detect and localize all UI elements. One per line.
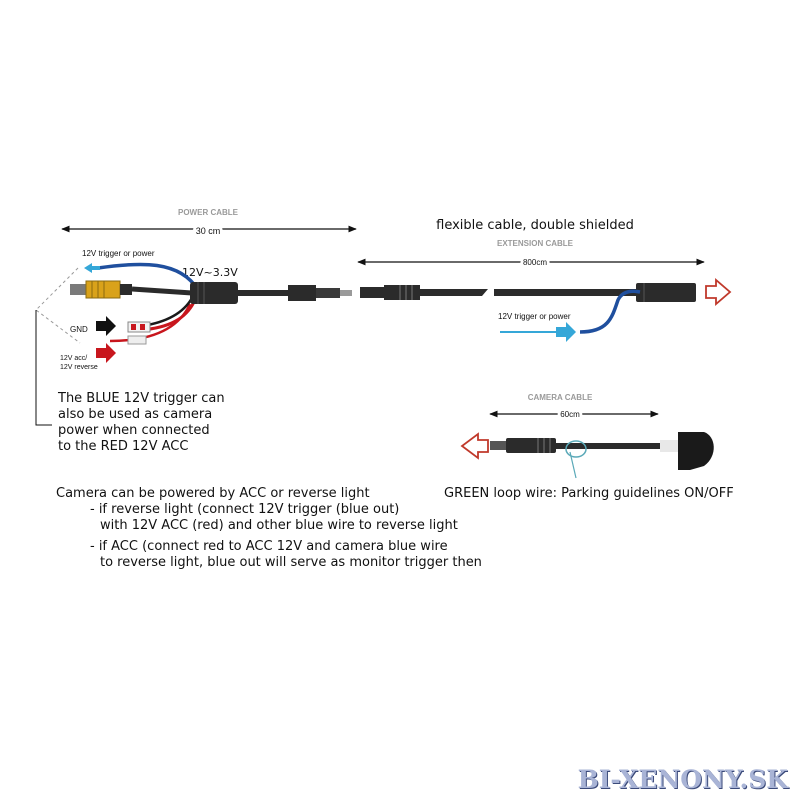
trigger-label: 12V trigger or power [82, 249, 155, 258]
extension-blue-wire [579, 289, 641, 334]
blue-trigger-note-line-1: The BLUE 12V trigger can [58, 391, 225, 406]
power-options-note: Camera can be powered by ACC or reverse … [56, 486, 482, 571]
acc-arrow [96, 343, 116, 363]
loop-label: GREEN loop wire: Parking guidelines ON/O… [444, 486, 734, 501]
acc-label-1: 12V acc/ [60, 355, 87, 362]
rca-cable [131, 286, 193, 296]
extension-cable [360, 283, 696, 302]
note-pointer-line [35, 310, 52, 426]
fuse-holder [127, 321, 151, 345]
gnd-label: GND [70, 325, 88, 334]
gnd-arrow [96, 316, 116, 336]
trigger-callout-dashes [35, 267, 81, 344]
acc-option-line-1: - if ACC (connect red to ACC 12V and cam… [90, 539, 448, 554]
camera-cable-length: 60cm [560, 410, 580, 419]
extension-output-arrow [705, 278, 732, 306]
acc-label-2: 12V reverse [60, 364, 98, 371]
power-cable-length: 30 cm [196, 226, 221, 236]
rca-connector [70, 280, 132, 299]
voltage-label: 12V~3.3V [182, 266, 238, 279]
camera-output-arrow [460, 432, 489, 460]
blue-trigger-note-line-3: power when connected [58, 423, 210, 438]
loop-pointer [569, 451, 577, 479]
red-acc-wire-lower [109, 303, 192, 343]
reverse-option-line-2: with 12V ACC (red) and other blue wire t… [100, 518, 458, 533]
reverse-option-line-1: - if reverse light (connect 12V trigger … [90, 502, 400, 517]
blue-trigger-arrow [84, 263, 100, 273]
acc-option-line-2: to reverse light, blue out will serve as… [100, 555, 482, 570]
camera-cable-title: CAMERA CABLE [528, 393, 593, 402]
power-cable-title: POWER CABLE [178, 208, 239, 217]
extension-trigger-label: 12V trigger or power [498, 312, 571, 321]
blue-trigger-wire [97, 262, 200, 291]
power-cable-plug [288, 285, 316, 301]
watermark-logo: BI-XENONY.SK [577, 765, 788, 794]
green-loop-wire [565, 440, 587, 458]
extension-length: 800cm [523, 258, 547, 267]
blue-trigger-note-line-2: also be used as camera [58, 407, 213, 422]
blue-trigger-note: The BLUE 12V trigger can also be used as… [58, 391, 225, 455]
power-cable [238, 290, 290, 296]
junction-block [190, 282, 238, 304]
camera-cable [490, 432, 714, 470]
extension-description: flexible cable, double shielded [436, 218, 634, 233]
extension-trigger-arrow [556, 322, 576, 342]
extension-cable-title: EXTENSION CABLE [497, 239, 574, 248]
power-intro: Camera can be powered by ACC or reverse … [56, 486, 370, 501]
blue-trigger-note-line-4: to the RED 12V ACC [58, 439, 189, 454]
